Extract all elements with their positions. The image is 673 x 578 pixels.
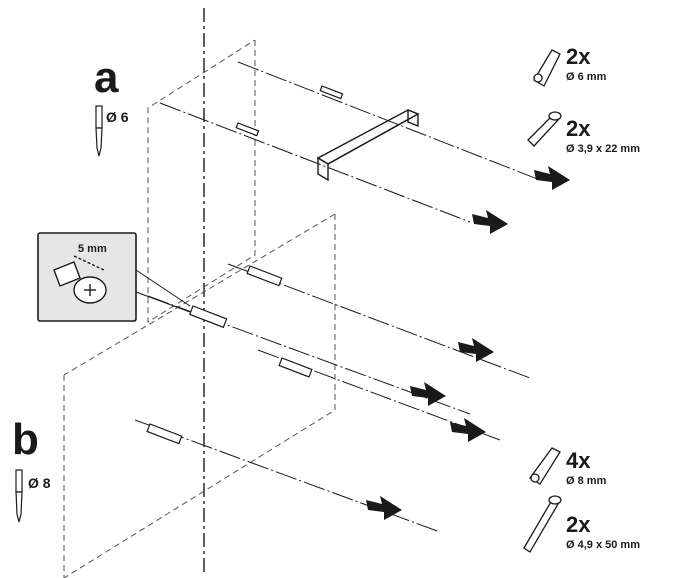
step-b-drill-size: Ø 8 — [28, 475, 51, 491]
screw-head-icon — [53, 255, 107, 304]
step-a-plug-size: Ø 6 mm — [566, 71, 607, 83]
arrow-icon — [472, 210, 508, 234]
arrow-icon — [366, 496, 402, 520]
wall-plane-a — [147, 39, 256, 323]
step-a-letter: a — [94, 53, 119, 102]
step-a-screw-qty: 2x — [566, 116, 591, 141]
screw-icon — [527, 111, 562, 147]
insert-arrows — [366, 166, 570, 520]
step-b-screw-size: Ø 4,9 x 50 mm — [566, 539, 640, 551]
detail-gap-label: 5 mm — [78, 243, 107, 255]
wall-bracket — [316, 108, 420, 182]
drill-bit-icon — [95, 105, 103, 157]
arrow-icon — [458, 338, 494, 362]
step-b-letter: b — [12, 415, 39, 464]
plugs — [146, 85, 344, 445]
drill-bit-icon — [15, 469, 23, 523]
arrow-icon — [410, 382, 446, 406]
wall-plug-icon — [529, 447, 561, 485]
arrow-icon — [534, 166, 570, 190]
long-screw-icon — [523, 495, 562, 553]
step-b-screw-qty: 2x — [566, 512, 591, 537]
wall-plane-b — [63, 213, 336, 578]
step-b-plug-size: Ø 8 mm — [566, 475, 607, 487]
step-b-plug-qty: 4x — [566, 448, 591, 473]
step-a-plug-qty: 2x — [566, 44, 591, 69]
step-a-screw-size: Ø 3,9 x 22 mm — [566, 143, 640, 155]
axis-lines — [134, 61, 541, 533]
step-a-drill-size: Ø 6 — [106, 109, 129, 125]
inset-leader — [135, 269, 191, 307]
arrow-icon — [450, 418, 486, 442]
wall-plug-icon — [533, 49, 561, 87]
